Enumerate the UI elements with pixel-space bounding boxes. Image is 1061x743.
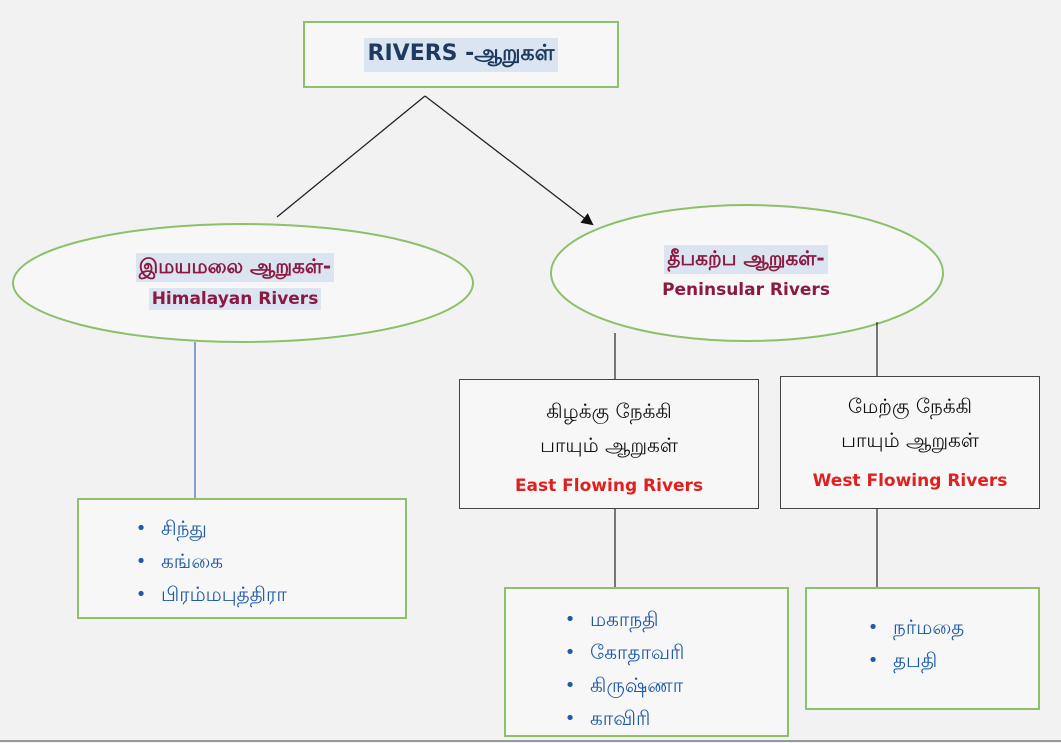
list-item: • கங்கை	[121, 545, 405, 578]
root-to-himalayan-line	[276, 95, 426, 218]
himalayan-title-english: Himalayan Rivers	[148, 287, 322, 310]
river-name: கிருஷ்ணா	[590, 673, 684, 697]
west-title-tamil-line1: மேற்கு நேக்கி	[847, 394, 973, 418]
river-name: பிரம்மபுத்திரா	[161, 582, 287, 606]
river-name: தபதி	[893, 648, 938, 672]
himalayan-ellipse	[12, 223, 474, 343]
bullet-icon: •	[135, 584, 147, 605]
west-title-english: West Flowing Rivers	[812, 471, 1008, 491]
west-flowing-node: மேற்கு நேக்கி பாயும் ஆறுகள் West Flowing…	[780, 376, 1040, 509]
list-item: • மகாநதி	[550, 603, 787, 636]
list-item: • சிந்து	[121, 512, 405, 545]
bullet-icon: •	[564, 708, 576, 729]
peninsular-title-english: Peninsular Rivers	[662, 279, 830, 300]
bullet-icon: •	[867, 617, 879, 638]
bottom-divider	[0, 740, 1061, 742]
himalayan-node: இமயமலை ஆறுகள்- Himalayan Rivers	[30, 246, 440, 316]
west-rivers-list: • நர்மதை • தபதி	[805, 587, 1040, 710]
peninsular-title-tamil: தீபகற்ப ஆறுகள்-	[664, 244, 828, 274]
east-title-tamil-line1: கிழக்கு நேக்கி	[546, 399, 672, 423]
east-title-english: East Flowing Rivers	[514, 476, 704, 496]
river-name: கங்கை	[161, 549, 224, 573]
peninsular-node: தீபகற்ப ஆறுகள்- Peninsular Rivers	[568, 240, 924, 304]
root-title: RIVERS -ஆறுகள்	[363, 37, 559, 72]
bullet-icon: •	[135, 551, 147, 572]
himalayan-title-tamil: இமயமலை ஆறுகள்-	[135, 252, 335, 282]
list-item: • தபதி	[853, 644, 1038, 677]
list-item: • காவிரி	[550, 702, 787, 735]
river-name: மகாநதி	[590, 607, 659, 631]
list-item: • கோதாவரி	[550, 636, 787, 669]
root-to-peninsular-arrow	[424, 95, 594, 226]
river-name: கோதாவரி	[590, 640, 685, 664]
bullet-icon: •	[564, 609, 576, 630]
river-name: சிந்து	[161, 516, 207, 540]
bullet-icon: •	[564, 675, 576, 696]
west-title-tamil-line2: பாயும் ஆறுகள்	[841, 428, 979, 452]
east-title-tamil-line2: பாயும் ஆறுகள்	[540, 433, 678, 457]
list-item: • நர்மதை	[853, 611, 1038, 644]
list-item: • கிருஷ்ணா	[550, 669, 787, 702]
bullet-icon: •	[867, 650, 879, 671]
himalayan-rivers-list: • சிந்து • கங்கை • பிரம்மபுத்திரா	[77, 498, 407, 619]
east-flowing-node: கிழக்கு நேக்கி பாயும் ஆறுகள் East Flowin…	[459, 379, 759, 509]
river-name: நர்மதை	[893, 615, 965, 639]
root-node: RIVERS -ஆறுகள்	[303, 21, 619, 88]
river-name: காவிரி	[590, 706, 651, 730]
list-item: • பிரம்மபுத்திரா	[121, 578, 405, 611]
bullet-icon: •	[564, 642, 576, 663]
east-rivers-list: • மகாநதி • கோதாவரி • கிருஷ்ணா • காவிரி	[504, 587, 789, 737]
bullet-icon: •	[135, 518, 147, 539]
